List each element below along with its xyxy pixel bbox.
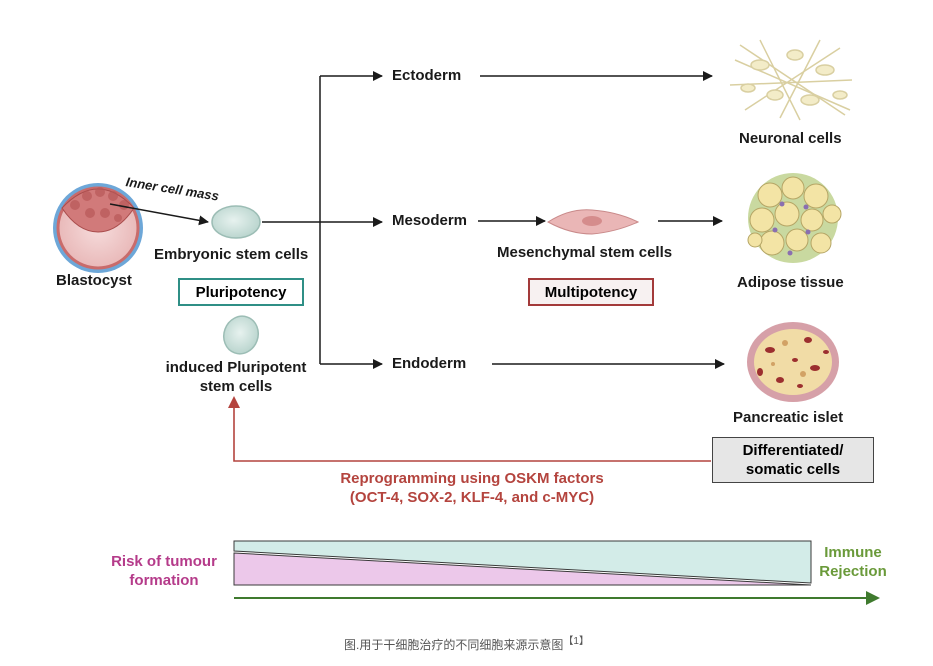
pluripotency-label: Pluripotency xyxy=(195,283,287,301)
embryonic-stem-cells-label: Embryonic stem cells xyxy=(154,246,309,263)
ectoderm-label: Ectoderm xyxy=(392,67,462,84)
neuronal-cells-label: Neuronal cells xyxy=(739,130,842,147)
ipsc-cell-icon xyxy=(223,315,259,355)
tumour-line1: Risk of tumour xyxy=(111,553,217,570)
reprogramming-arrow xyxy=(228,396,711,462)
caption-ref: 【1】 xyxy=(563,636,589,647)
embryonic-stem-cell-icon xyxy=(211,205,261,239)
blastocyst-label: Blastocyst xyxy=(56,272,132,289)
figure-caption: 图.用于干细胞治疗的不同细胞来源示意图【1】 xyxy=(0,632,933,653)
reprogramming-line1: Reprogramming using OSKM factors xyxy=(340,470,604,487)
ipsc-label-line1: induced Pluripotent xyxy=(165,359,307,376)
caption-text: 图.用于干细胞治疗的不同细胞来源示意图 xyxy=(344,638,564,652)
tumour-line2: formation xyxy=(129,572,199,589)
somatic-line2: somatic cells xyxy=(745,461,841,478)
mesenchymal-stem-cells-label: Mesenchymal stem cells xyxy=(497,244,673,261)
somatic-cells-box: Differentiated/ somatic cells xyxy=(712,437,874,483)
mesoderm-label: Mesoderm xyxy=(392,212,468,229)
adipose-tissue-label: Adipose tissue xyxy=(737,274,844,291)
tumour-risk-label: Risk of tumour formation xyxy=(104,552,224,590)
mesenchymal-cell-icon xyxy=(547,209,640,235)
multipotency-label: Multipotency xyxy=(544,283,638,301)
somatic-line1: Differentiated/ xyxy=(742,442,844,459)
pancreatic-islet-icon xyxy=(747,322,839,402)
pancreatic-islet-label: Pancreatic islet xyxy=(733,409,844,426)
neuronal-cells-icon xyxy=(729,39,853,121)
pluripotency-box: Pluripotency xyxy=(178,278,304,306)
reprogramming-line2: (OCT-4, SOX-2, KLF-4, and c-MYC) xyxy=(349,489,595,506)
multipotency-box: Multipotency xyxy=(528,278,654,306)
immune-rejection-label: Immune Rejection xyxy=(813,543,893,581)
blastocyst-icon xyxy=(53,183,143,273)
immune-line1: Immune xyxy=(824,544,882,561)
adipose-tissue-icon xyxy=(747,173,842,263)
ipsc-label: induced Pluripotent stem cells xyxy=(150,358,322,396)
immune-line2: Rejection xyxy=(819,563,887,580)
reprogramming-label: Reprogramming using OSKM factors (OCT-4,… xyxy=(322,469,622,507)
ipsc-label-line2: stem cells xyxy=(199,378,273,395)
risk-gradient-bar xyxy=(233,540,812,586)
endoderm-label: Endoderm xyxy=(392,355,467,372)
